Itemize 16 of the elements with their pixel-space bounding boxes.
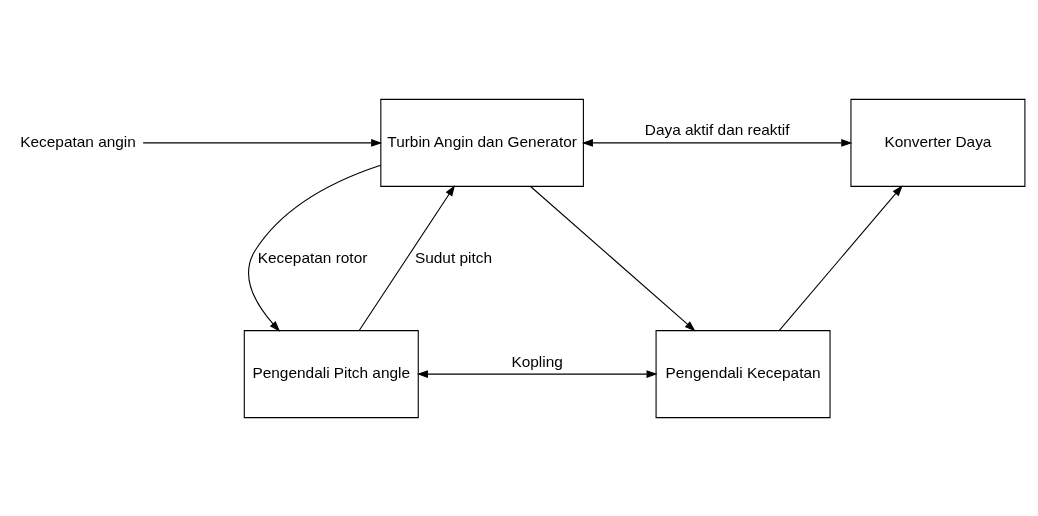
edge-label: Kecepatan rotor <box>257 248 368 266</box>
edge-label: Kopling <box>511 352 563 370</box>
arrow <box>778 184 903 331</box>
node-box: Konverter Daya <box>850 98 1026 187</box>
arrow <box>530 185 696 331</box>
arrow <box>142 138 383 147</box>
arrow <box>358 184 455 331</box>
arrow <box>416 369 658 378</box>
arrow <box>581 138 853 147</box>
node-text: Kecepatan angin <box>20 132 136 150</box>
arrow <box>248 164 382 332</box>
edge-label: Daya aktif dan reaktif <box>644 120 790 138</box>
edge-label: Sudut pitch <box>414 248 493 266</box>
node-box: Pengendali Kecepatan <box>655 329 831 418</box>
node-box: Pengendali Pitch angle <box>243 329 419 418</box>
node-box: Turbin Angin dan Generator <box>380 98 584 187</box>
